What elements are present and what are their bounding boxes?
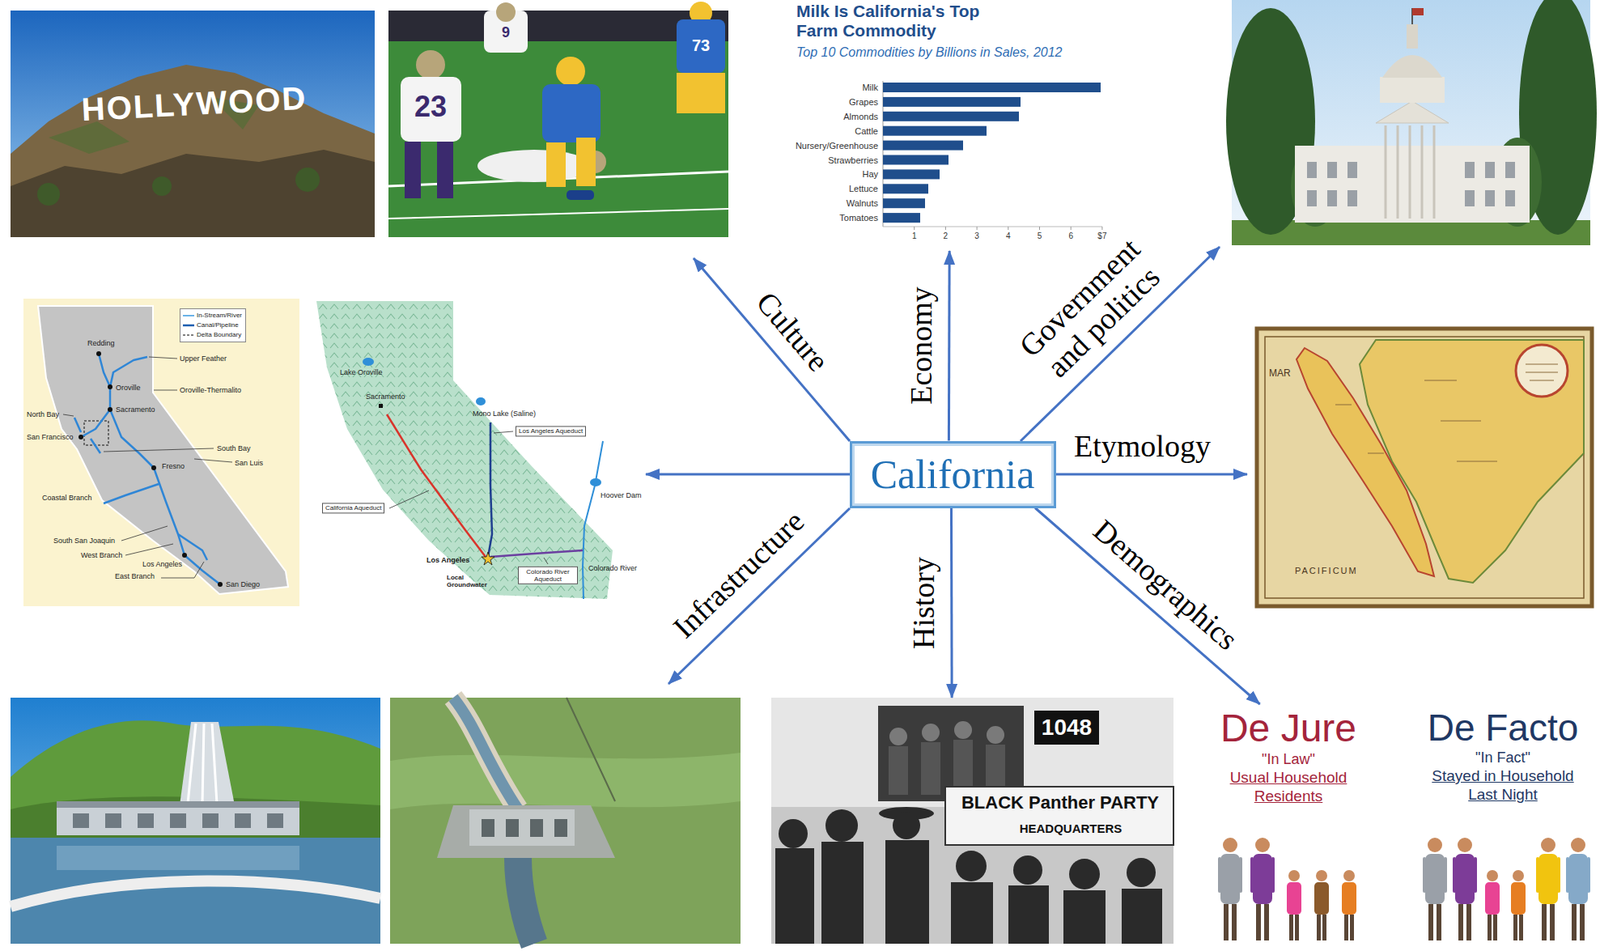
- map-label: Upper Feather: [179, 354, 227, 363]
- connector-arrow: [1035, 508, 1261, 705]
- map-label: San Luis: [234, 458, 264, 467]
- legend-box: In-Stream/RiverCanal/PipelineDelta Bound…: [179, 308, 247, 343]
- axis-tick: 4: [1005, 231, 1011, 242]
- legend-text: Canal/Pipeline: [196, 321, 239, 329]
- connector-label: History: [906, 556, 943, 650]
- map-text: MAR: [1268, 368, 1291, 380]
- callout-box: Los Angeles Aqueduct: [515, 425, 586, 437]
- category-label: Milk: [861, 82, 879, 94]
- category-label: Grapes: [848, 97, 879, 108]
- axis-tick: 5: [1037, 231, 1043, 242]
- map-label: Coastal Branch: [42, 493, 93, 502]
- jersey-number: 73: [691, 36, 710, 56]
- chart-title: Milk Is California's Top Farm Commodity: [796, 1, 983, 41]
- legend-text: In-Stream/River: [196, 311, 242, 319]
- connector-arrow: [950, 508, 954, 699]
- axis-tick: $7: [1097, 231, 1107, 242]
- definition-panel: De Facto"In Fact"Stayed in Household Las…: [1411, 704, 1595, 944]
- map-label: Los Angeles: [426, 555, 470, 565]
- category-label: Cattle: [854, 125, 879, 136]
- map-label: Los Angeles: [142, 560, 183, 569]
- topic-label: Infrastructure: [666, 503, 811, 646]
- chart-subtitle: Top 10 Commodities by Billions in Sales,…: [796, 45, 1062, 60]
- axis-tick: 6: [1068, 231, 1074, 242]
- connector-label: Demographics: [1086, 513, 1245, 658]
- sign-text: HEADQUARTERS: [1017, 821, 1125, 836]
- legend-text: Delta Boundary: [196, 331, 242, 339]
- category-label: Strawberries: [827, 154, 879, 166]
- callout-box: California Aqueduct: [322, 502, 385, 514]
- map-label: Redding: [87, 339, 115, 348]
- photo-panel: 1048BLACK Panther PARTY HEADQUARTERS: [771, 697, 1174, 944]
- category-label: Almonds: [843, 110, 879, 122]
- jersey-number: 9: [501, 24, 510, 42]
- sign-text: BLACK Panther PARTY: [959, 792, 1162, 813]
- topic-box: California: [849, 441, 1057, 509]
- map-label: San Diego: [225, 580, 260, 589]
- map-label: Sacramento: [365, 392, 406, 401]
- map-label: Hoover Dam: [600, 491, 642, 500]
- map-label: Lake Oroville: [339, 368, 383, 377]
- category-label: Walnuts: [846, 198, 879, 209]
- callout-box: Colorado River Aqueduct: [517, 566, 578, 585]
- map-label: Local Groundwater: [446, 573, 496, 589]
- term-gloss: "In Fact": [1475, 748, 1531, 768]
- definition-panel: De Jure"In Law"Usual Household Residents: [1209, 704, 1368, 944]
- topic-label: Etymology: [1073, 428, 1211, 465]
- map-label: Oroville-Thermalito: [179, 386, 242, 395]
- chart-panel: Milk Is California's Top Farm CommodityT…: [775, 0, 1113, 251]
- category-label: Nursery/Greenhouse: [795, 140, 879, 151]
- connector-label: Economy: [903, 286, 940, 405]
- axis-tick: 2: [943, 231, 949, 242]
- map-text: PACIFICUM: [1294, 565, 1359, 577]
- category-label: Tomatoes: [839, 212, 879, 224]
- term-gloss: "In Law": [1261, 750, 1316, 769]
- map-label: Mono Lake (Saline): [472, 409, 536, 418]
- axis-tick: 3: [974, 231, 980, 242]
- term-definition: Usual Household Residents: [1219, 768, 1358, 807]
- connector-arrow: [947, 250, 951, 442]
- map-label: West Branch: [80, 551, 123, 560]
- map-label: South San Joaquin: [53, 536, 115, 545]
- axis-tick: 1: [912, 231, 917, 242]
- legend-item: Canal/Pipeline: [182, 320, 242, 331]
- legend-item: Delta Boundary: [182, 330, 242, 340]
- map-label: Oroville: [115, 383, 141, 392]
- map-label: Sacramento: [115, 405, 156, 414]
- topic-title: California: [870, 454, 1036, 495]
- term-title: De Jure: [1220, 707, 1357, 751]
- legend-sample: [182, 322, 195, 329]
- jersey-number: 23: [414, 89, 447, 124]
- map-label: North Bay: [26, 410, 60, 419]
- term-definition: Stayed in Household Last Night: [1421, 767, 1584, 805]
- map-label: San Francisco: [26, 432, 74, 442]
- topic-label: Culture: [748, 284, 836, 378]
- category-label: Lettuce: [848, 183, 879, 195]
- legend-sample: [182, 331, 195, 339]
- map-label: East Branch: [114, 572, 155, 581]
- legend-sample: [182, 312, 195, 319]
- term-title: De Facto: [1427, 707, 1579, 749]
- legend-item: In-Stream/River: [182, 310, 242, 321]
- map-label: Fresno: [161, 462, 185, 471]
- address-number: 1048: [1038, 714, 1095, 741]
- map-label: Colorado River: [588, 564, 637, 573]
- category-label: Hay: [861, 169, 879, 180]
- map-label: South Bay: [216, 444, 251, 453]
